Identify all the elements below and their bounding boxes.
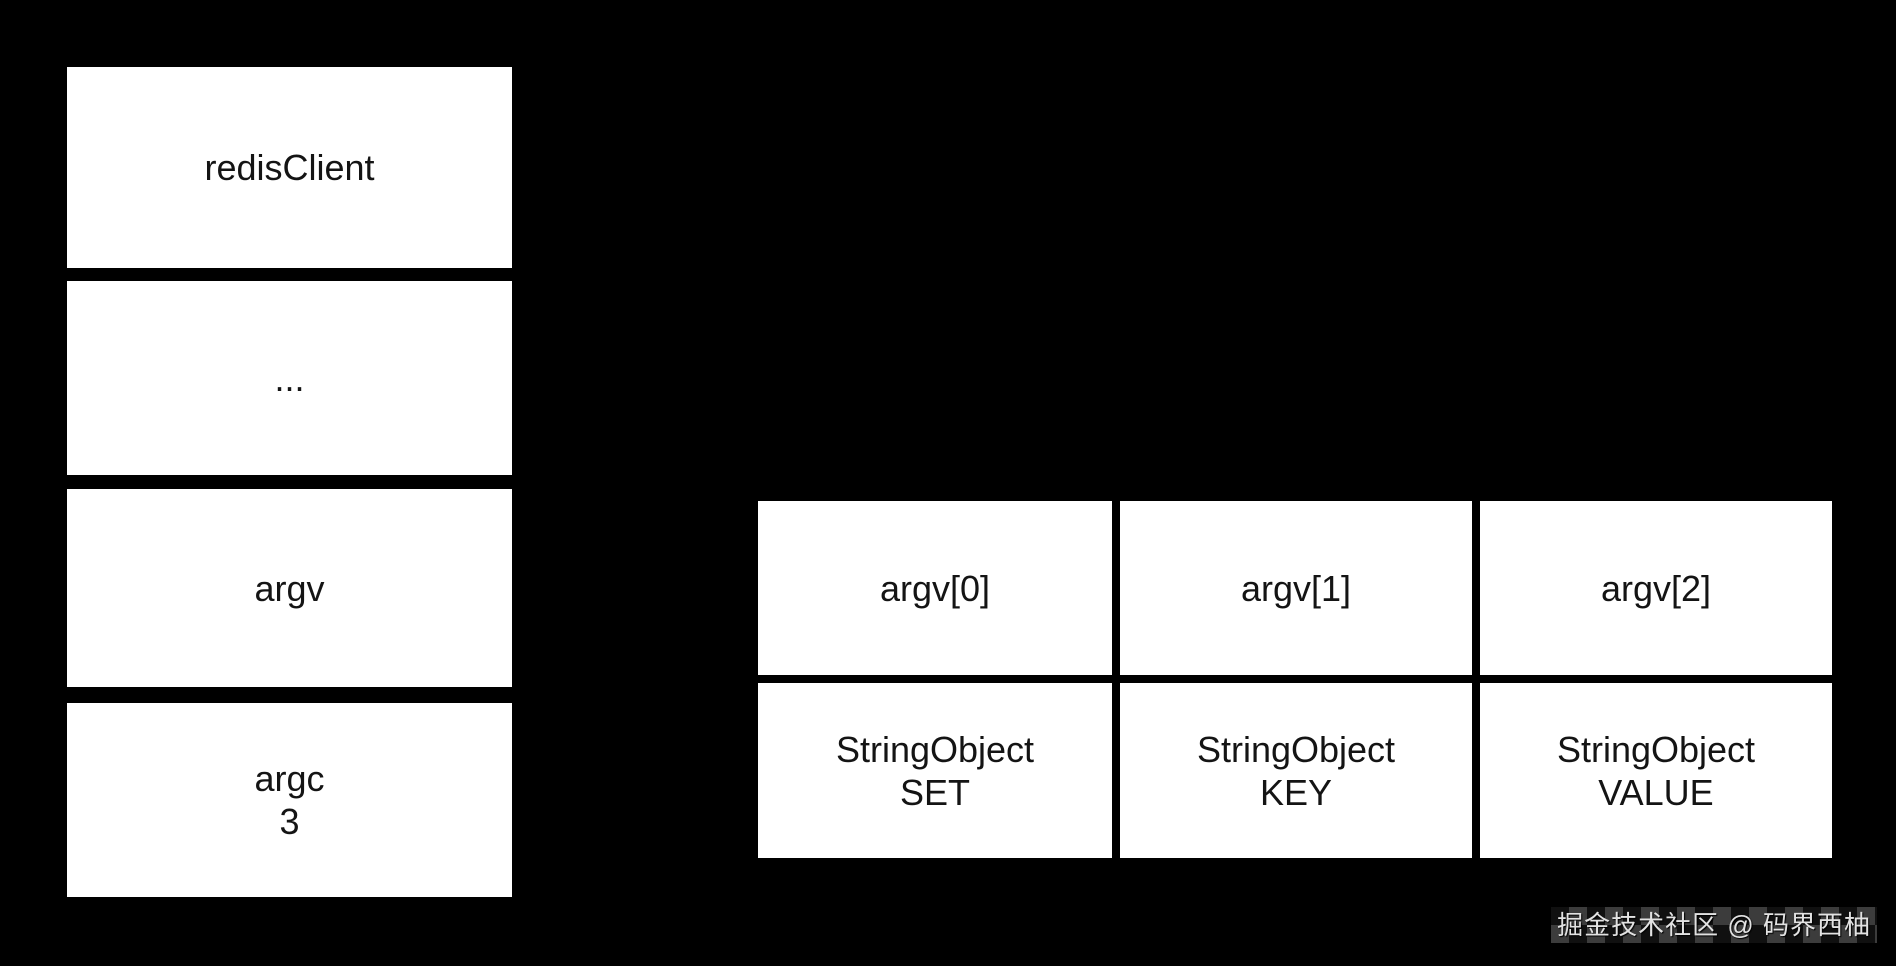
string-object-cell-set: StringObject SET <box>758 683 1112 858</box>
argv-index-label: argv[1] <box>1240 567 1352 609</box>
struct-field-label: argc <box>254 758 325 799</box>
argv-index-label: argv[2] <box>1600 567 1712 609</box>
struct-field-label: ... <box>274 357 305 399</box>
string-object-type: StringObject <box>835 728 1035 770</box>
redis-client-struct: redisClient ... argv argc 3 <box>67 67 512 897</box>
struct-field-label: redisClient <box>204 147 375 188</box>
struct-field-label: argv <box>254 567 325 609</box>
argv-index-label: argv[0] <box>879 567 991 609</box>
string-object-value: VALUE <box>1598 771 1714 813</box>
string-object-type: StringObject <box>1556 728 1756 770</box>
string-object-type: StringObject <box>1196 728 1396 770</box>
argv-index-cell-1: argv[1] <box>1120 501 1472 675</box>
string-object-value: KEY <box>1259 771 1333 813</box>
watermark: 掘金技术社区 @ 码界西柚 <box>1551 907 1877 943</box>
struct-field-argv: argv <box>67 489 512 687</box>
string-object-value: SET <box>899 771 970 813</box>
string-object-cell-key: StringObject KEY <box>1120 683 1472 858</box>
argv-array-grid: argv[0] argv[1] argv[2] StringObject SET… <box>758 501 1832 858</box>
struct-field-argc: argc 3 <box>67 703 512 897</box>
string-object-cell-value: StringObject VALUE <box>1480 683 1832 858</box>
struct-field-value: 3 <box>279 801 300 842</box>
argv-index-cell-0: argv[0] <box>758 501 1112 675</box>
argv-index-cell-2: argv[2] <box>1480 501 1832 675</box>
struct-field-redisclient: redisClient <box>67 67 512 268</box>
struct-field-ellipsis: ... <box>67 281 512 475</box>
